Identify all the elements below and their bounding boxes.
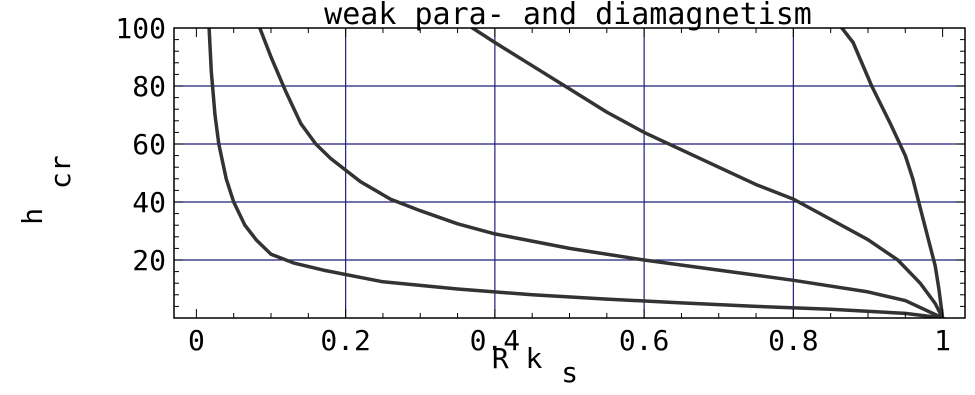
x-tick-label-0: 0 — [188, 324, 205, 357]
y-tick-label-2: 60 — [132, 128, 166, 161]
y-axis-label-subscript: cr — [44, 155, 77, 189]
y-axis-label-main: h — [16, 208, 49, 225]
y-tick-labels: 20 40 60 80 100 — [115, 12, 166, 277]
y-tick-label-4: 100 — [115, 12, 166, 45]
y-tick-label-0: 20 — [132, 244, 166, 277]
x-axis-label: R k s — [492, 342, 578, 389]
y-tick-label-3: 80 — [132, 70, 166, 103]
x-tick-label-1: 0.2 — [320, 324, 371, 357]
series-line-3 — [470, 28, 945, 318]
series-line-2 — [258, 28, 945, 318]
series-line-1 — [207, 28, 945, 318]
x-tick-label-3: 0.6 — [619, 324, 670, 357]
x-axis-label-main: R k — [492, 342, 543, 375]
series-lines — [207, 28, 945, 318]
y-tick-label-1: 40 — [132, 186, 166, 219]
y-axis-label: h cr — [16, 155, 77, 224]
axis-ticks — [174, 27, 965, 318]
x-tick-labels: 0 0.2 0.4 0.6 0.8 1 — [188, 324, 951, 357]
series-line-4 — [840, 28, 945, 318]
x-tick-label-2: 0.4 — [470, 324, 521, 357]
x-tick-label-4: 0.8 — [768, 324, 819, 357]
plot-frame — [173, 27, 966, 319]
grid-lines — [174, 28, 965, 318]
x-axis-label-subscript: s — [561, 356, 578, 389]
chart-title: weak para- and diamagnetism — [324, 0, 812, 32]
x-tick-label-5: 1 — [934, 324, 951, 357]
